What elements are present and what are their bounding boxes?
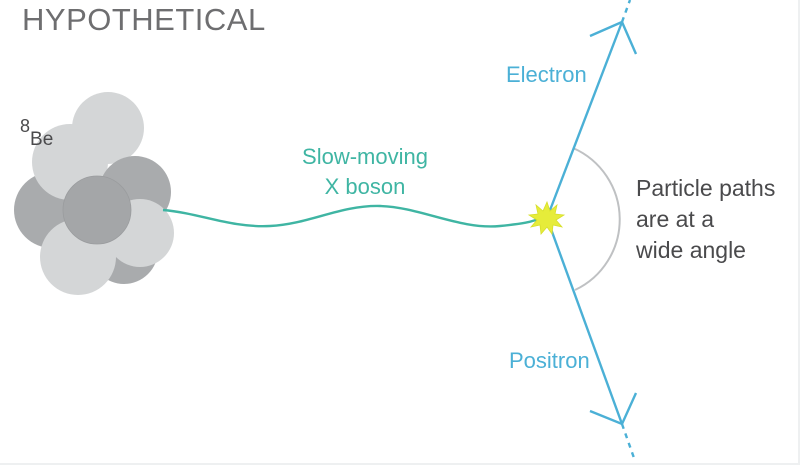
positron-arrowhead bbox=[589, 392, 638, 426]
boson-path bbox=[162, 204, 546, 228]
positron-label: Positron bbox=[509, 348, 590, 373]
beryllium-label: 8Be bbox=[20, 116, 53, 151]
electron-path bbox=[545, 0, 638, 219]
diagram-title: HYPOTHETICAL bbox=[22, 2, 266, 37]
element-symbol: Be bbox=[30, 129, 54, 150]
positron-continuation bbox=[620, 423, 636, 459]
positron-path bbox=[545, 217, 638, 459]
boson-label-line2: X boson bbox=[324, 174, 406, 199]
boson-label-line1: Slow-moving bbox=[302, 144, 428, 169]
nucleon-center bbox=[62, 175, 132, 245]
angle-annotation: Particle paths are at a wide angle bbox=[636, 173, 775, 266]
angle-annotation-line1: Particle paths bbox=[636, 175, 776, 201]
electron-arrowhead bbox=[589, 20, 638, 55]
angle-arc bbox=[572, 147, 621, 291]
electron-continuation bbox=[620, 0, 632, 23]
angle-annotation-line2: are at a bbox=[636, 206, 714, 232]
mass-number: 8 bbox=[20, 116, 31, 136]
electron-label: Electron bbox=[506, 62, 587, 87]
angle-annotation-line3: wide angle bbox=[636, 237, 746, 263]
decay-flash-icon bbox=[527, 200, 566, 236]
boson-label: Slow-moving X boson bbox=[285, 142, 445, 202]
beryllium-nucleus bbox=[14, 92, 174, 295]
